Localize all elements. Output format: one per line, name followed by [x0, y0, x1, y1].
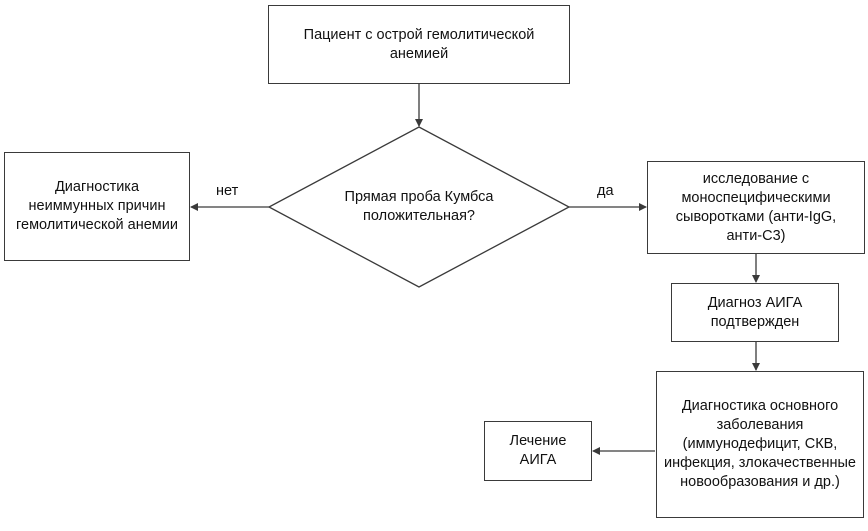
- non-immune-diagnosis-label: Диагностика неиммунных причин гемолитиче…: [16, 179, 178, 233]
- underlying-disease-node: Диагностика основного заболевания (иммун…: [656, 371, 864, 518]
- aiha-treatment-node: Лечение АИГА: [484, 421, 592, 481]
- edge-label-yes: да: [597, 183, 614, 199]
- underlying-disease-label: Диагностика основного заболевания (иммун…: [664, 398, 856, 490]
- aiha-treatment-label: Лечение АИГА: [509, 433, 567, 468]
- start-node: Пациент с острой гемолитической анемией: [268, 5, 570, 84]
- aiha-confirmed-node: Диагноз АИГА подтвержден: [671, 283, 839, 342]
- decision-node-label-box: Прямая проба Кумбса положительная?: [339, 165, 499, 249]
- non-immune-diagnosis-node: Диагностика неиммунных причин гемолитиче…: [4, 152, 190, 261]
- decision-diamond: [267, 126, 571, 288]
- monospecific-sera-node: исследование с моноспецифическими сыворо…: [647, 161, 865, 254]
- start-node-label: Пациент с острой гемолитической анемией: [303, 26, 535, 62]
- edge-label-no: нет: [216, 183, 239, 199]
- aiha-confirmed-label: Диагноз АИГА подтвержден: [707, 294, 803, 330]
- decision-node-label: Прямая проба Кумбса положительная?: [344, 189, 494, 224]
- monospecific-sera-label: исследование с моноспецифическими сыворо…: [675, 170, 837, 244]
